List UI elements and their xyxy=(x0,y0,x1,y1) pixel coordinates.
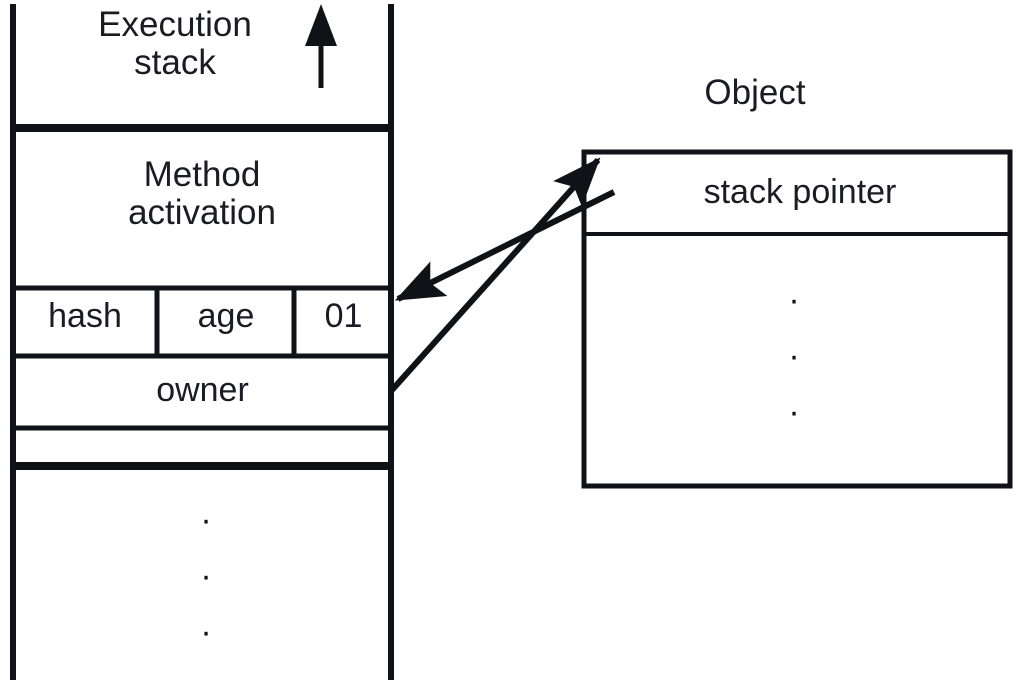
object-box xyxy=(581,149,1013,489)
connector-stackpointer-to-frame xyxy=(394,189,616,302)
execution-stack-frame xyxy=(10,4,394,680)
connector-owner-to-object xyxy=(389,157,601,393)
stack-growth-arrow-icon xyxy=(305,4,337,88)
object-box-outline xyxy=(581,149,1013,489)
execution-stack-dividers xyxy=(11,124,393,470)
